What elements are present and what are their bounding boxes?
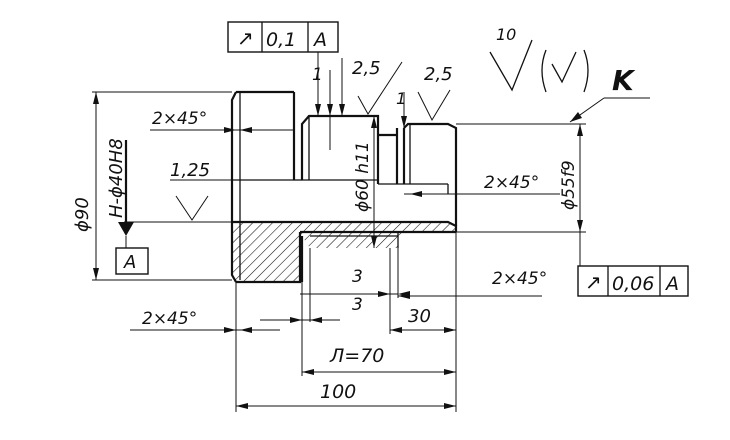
dim-gap-1-right: 1 [396, 89, 406, 108]
dim-dia-55: ϕ55f9 [559, 160, 579, 210]
part-outline [230, 90, 458, 284]
dimension-lines [92, 39, 650, 412]
frame-top-datum: A [312, 29, 327, 51]
dim-bore-40: Н-ϕ40Н8 [106, 138, 127, 218]
frame-right-datum: A [664, 273, 679, 295]
dim-chamfer-right-mid: 2×45° [484, 173, 539, 193]
dim-chamfer-right-bottom: 2×45° [492, 269, 547, 289]
dim-chamfer-left-bottom: 2×45° [142, 309, 197, 329]
frame-top-value: 0,1 [266, 29, 296, 51]
dim-chamfer-left-top: 2×45° [152, 109, 207, 129]
dim-roughness-25-a: 2,5 [352, 58, 381, 79]
dim-roughness-125: 1,25 [170, 160, 210, 181]
dim-70: Л=70 [329, 345, 384, 367]
dim-gap-1: 1 [312, 65, 323, 85]
surface-marker-k: K [612, 64, 636, 97]
datum-box-label: A [123, 252, 136, 273]
tolerance-frame-top: ↗ 0,1 A [227, 21, 339, 53]
frame-right-symbol: ↗ [585, 270, 602, 294]
dim-roughness-25-b: 2,5 [424, 64, 453, 85]
dim-100: 100 [320, 381, 356, 403]
dim-3-lower: 3 [352, 295, 363, 315]
datum-box: A [115, 247, 149, 275]
tolerance-frame-right: ↗ 0,06 A [577, 265, 689, 297]
dim-3-upper: 3 [352, 267, 363, 287]
labels: 10 K 1 2,5 2,5 1 2×45° 1,25 2×45° 2×45° … [72, 25, 636, 403]
dim-dia-90: ϕ90 [72, 197, 93, 232]
surface-finish-grade: 10 [496, 25, 516, 44]
dim-dia-60: ϕ60 h11 [353, 141, 373, 212]
dim-30: 30 [408, 306, 431, 327]
frame-top-symbol: ↗ [237, 26, 254, 50]
frame-right-value: 0,06 [612, 273, 654, 295]
